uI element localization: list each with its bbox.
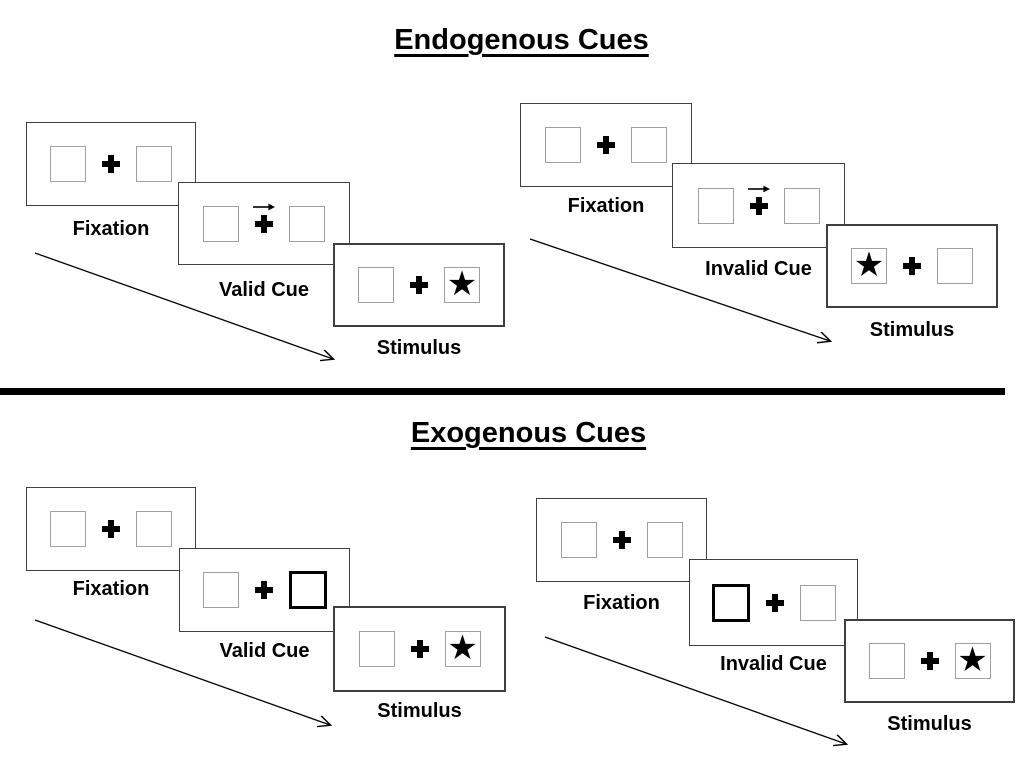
fixation-panel: [26, 122, 196, 206]
stimulus-panel: ★: [826, 224, 998, 308]
invalid-cue-label: Invalid Cue: [705, 258, 812, 280]
stimulus-panel: ★: [333, 606, 506, 692]
stimulus-label: Stimulus: [869, 319, 955, 341]
valid-cue-panel: [179, 548, 350, 632]
stimulus-star-box: ★: [954, 640, 991, 680]
placeholder-box-left: [50, 146, 86, 182]
stimulus-label: Stimulus: [377, 700, 462, 722]
stimulus-label: Stimulus: [887, 713, 972, 735]
section-divider-line: [0, 388, 1005, 395]
fixation-cross-icon: [102, 520, 120, 538]
stimulus-star-box: ★: [851, 248, 887, 284]
stimulus-panel: ★: [844, 619, 1015, 703]
fixation-panel: [536, 498, 707, 582]
fixation-cross-icon: [253, 203, 275, 233]
valid-cue-panel: [178, 182, 350, 265]
placeholder-box-left: [203, 205, 239, 242]
fixation-cross-icon: [747, 185, 770, 215]
fixation-cross-icon: [903, 257, 921, 275]
exogenous-title: Exogenous Cues: [410, 417, 647, 449]
fixation-cross-icon: [597, 136, 615, 154]
placeholder-box-right: [136, 146, 172, 182]
valid-cue-label: Valid Cue: [219, 640, 310, 662]
fixation-cross-icon: [102, 155, 120, 173]
placeholder-box-right: [799, 584, 836, 621]
placeholder-box-left: [545, 127, 581, 163]
fixation-cross-icon: [612, 531, 631, 549]
star-icon: ★: [957, 640, 988, 680]
fixation-cross-icon: [410, 640, 429, 658]
stimulus-star-box: ★: [444, 267, 480, 303]
fixation-cross-icon: [254, 581, 273, 599]
placeholder-box-right: [937, 248, 973, 284]
fixation-panel: [520, 103, 692, 187]
fixation-cross-icon: [765, 593, 784, 612]
fixation-label: Fixation: [72, 218, 150, 240]
star-icon: ★: [446, 264, 478, 304]
placeholder-box-left: [697, 187, 734, 224]
stimulus-star-box: ★: [444, 628, 481, 668]
fixation-label: Fixation: [583, 592, 660, 614]
placeholder-box-right: [631, 127, 667, 163]
exogenous-cue-box: [288, 571, 327, 609]
exogenous-cue-box: [711, 583, 750, 622]
placeholder-box-left: [560, 522, 597, 558]
placeholder-box-right: [136, 511, 172, 547]
invalid-cue-label: Invalid Cue: [720, 653, 827, 675]
invalid-cue-panel: [672, 163, 845, 248]
placeholder-box-left: [358, 631, 395, 667]
placeholder-box-left: [358, 267, 394, 303]
valid-cue-label: Valid Cue: [218, 279, 310, 301]
fixation-label: Fixation: [72, 578, 150, 600]
timeline-arrow-icon: [544, 636, 856, 754]
placeholder-box-right: [289, 205, 325, 242]
placeholder-box-right: [646, 522, 683, 558]
placeholder-box-right: [783, 187, 820, 224]
star-icon: ★: [447, 628, 478, 668]
cue-arrow-right-icon: [253, 203, 275, 210]
placeholder-box-left: [50, 511, 86, 547]
star-icon: ★: [853, 245, 885, 285]
endogenous-title: Endogenous Cues: [394, 24, 649, 56]
fixation-label: Fixation: [567, 195, 645, 217]
fixation-panel: [26, 487, 196, 571]
fixation-cross-icon: [920, 652, 939, 670]
invalid-cue-panel: [689, 559, 858, 646]
cue-arrow-right-icon: [747, 185, 770, 192]
stimulus-panel: ★: [333, 243, 505, 327]
timeline-arrow-icon: [529, 238, 843, 350]
placeholder-box-left: [868, 643, 905, 679]
placeholder-box-left: [202, 572, 239, 608]
stimulus-label: Stimulus: [376, 337, 462, 359]
fixation-cross-icon: [410, 276, 428, 294]
